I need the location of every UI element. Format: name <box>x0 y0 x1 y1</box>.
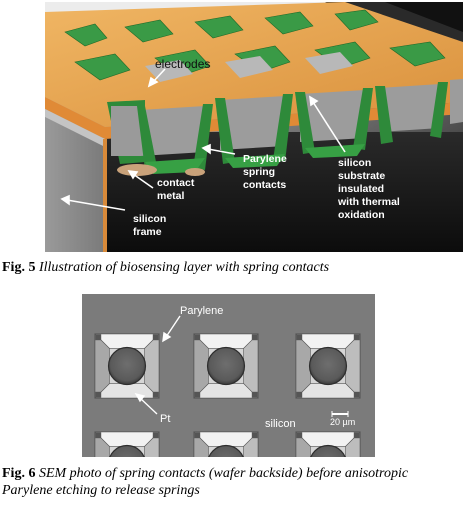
label-contact-metal-1: contact <box>157 177 195 189</box>
label-substrate-2: substrate <box>338 170 385 182</box>
sem-arrows <box>134 315 181 415</box>
spring-contact-cell <box>94 333 160 399</box>
figure-6-caption-line-2: Parylene etching to release springs <box>2 482 466 499</box>
figure-5-caption: Fig. 5 Illustration of biosensing layer … <box>2 259 329 276</box>
spring-contact-cell <box>295 333 361 399</box>
figure-6-sem-photo: Parylene Pt silicon 20 µm <box>82 294 375 457</box>
figure-6-caption-line-1: Fig. 6 SEM photo of spring contacts (waf… <box>2 465 466 482</box>
scale-bar-label: 20 µm <box>330 417 355 427</box>
label-substrate-5: oxidation <box>338 209 385 221</box>
label-electrodes: electrodes <box>155 57 210 71</box>
spring-contact-cell <box>193 333 259 399</box>
label-substrate-4: with thermal <box>337 196 400 208</box>
figure-6-number: Fig. 6 <box>2 466 36 481</box>
figure-5-text: Illustration of biosensing layer with sp… <box>38 260 330 275</box>
spring-contacts <box>107 79 463 174</box>
figure-5-illustration: electrodes Parylene spring contacts cont… <box>45 2 463 252</box>
figure-5-number: Fig. 5 <box>2 260 36 275</box>
spring-contact-cell <box>295 431 361 457</box>
spring-contact-cell <box>94 431 160 457</box>
spring-contact-cells <box>94 333 361 457</box>
label-silicon: silicon <box>265 418 296 430</box>
contact-metal <box>117 164 157 176</box>
label-silicon-frame-1: silicon <box>133 213 166 225</box>
annotation-arrows <box>60 68 346 211</box>
label-substrate-1: silicon <box>338 157 371 169</box>
figure-6-text-2: Parylene etching to release springs <box>2 483 200 498</box>
label-silicon-frame-2: frame <box>133 226 162 238</box>
label-parylene: Parylene <box>180 305 223 317</box>
figure-6-caption: Fig. 6 SEM photo of spring contacts (waf… <box>2 465 466 499</box>
label-parylene-spring-2: spring <box>243 166 275 178</box>
label-parylene-spring-1: Parylene <box>243 153 287 165</box>
silicon-frame <box>45 117 105 252</box>
label-substrate-3: insulated <box>338 183 384 195</box>
spring-contact-cell <box>193 431 259 457</box>
label-contact-metal-2: metal <box>157 190 185 202</box>
label-parylene-spring-3: contacts <box>243 179 286 191</box>
label-pt: Pt <box>160 413 170 425</box>
figure-6-text-1: SEM photo of spring contacts (wafer back… <box>38 466 409 481</box>
scale-bar: 20 µm <box>330 411 355 427</box>
